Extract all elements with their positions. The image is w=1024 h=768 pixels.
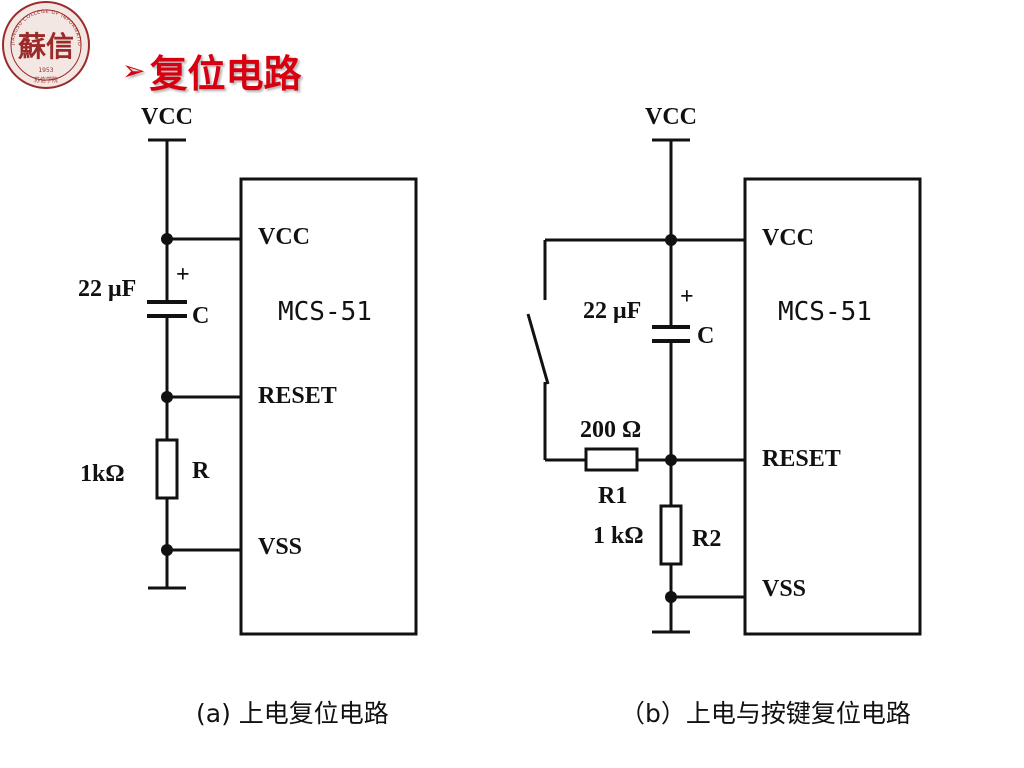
junction-dot-a3 <box>161 544 173 556</box>
junction-dot-b2 <box>665 454 677 466</box>
junction-dot-b3 <box>665 591 677 603</box>
resistor-r1-b <box>584 447 639 472</box>
chip-name-b: MCS-51 <box>778 297 872 327</box>
resistor-r-a <box>155 438 179 500</box>
circuit-a <box>147 138 418 636</box>
resistor-r2-b <box>659 504 683 566</box>
seal-bottom-text: 苏信学院 <box>34 76 58 84</box>
resistor-r1-name-b: R1 <box>598 483 627 509</box>
bullet-arrow-icon: ➢ <box>122 53 146 87</box>
capacitor-value-a: 22 μF <box>78 276 136 302</box>
resistor-name-a: R <box>192 458 210 484</box>
chip-pin-vcc-a: VCC <box>258 224 310 250</box>
vcc-label-a: VCC <box>141 104 193 130</box>
capacitor-value-b: 22 μF <box>583 298 641 324</box>
caption-b: （b）上电与按键复位电路 <box>620 699 911 728</box>
chip-name-a: MCS-51 <box>278 297 372 327</box>
junction-dot-a2 <box>161 391 173 403</box>
resistor-r2-name-b: R2 <box>692 526 721 552</box>
resistor-value-a: 1kΩ <box>80 461 125 487</box>
chip-body-b <box>743 177 922 636</box>
chip-pin-vss-a: VSS <box>258 534 302 560</box>
chip-pin-vss-b: VSS <box>762 576 806 602</box>
seal-characters: 蘇信 <box>18 30 74 63</box>
capacitor-name-a: C <box>192 303 209 329</box>
resistor-r2-value-b: 1 kΩ <box>593 523 644 549</box>
capacitor-name-b: C <box>697 323 714 349</box>
slide-title: ➢ 复位电路 <box>122 44 301 96</box>
chip-pin-reset-a: RESET <box>258 383 337 409</box>
circuit-b <box>526 138 922 636</box>
capacitor-plus-b: + <box>680 284 694 310</box>
caption-a: (a) 上电复位电路 <box>196 699 389 728</box>
college-seal-logo: JIANGSU COLLEGE OF INFORMATION TECHNOLOG… <box>0 0 90 89</box>
vcc-label-b: VCC <box>645 104 697 130</box>
seal-year: 1953 <box>38 67 53 74</box>
slide-title-text: 复位电路 <box>149 51 302 96</box>
junction-dot-a1 <box>161 233 173 245</box>
junction-dot-b1 <box>665 234 677 246</box>
push-button-switch-b <box>526 313 550 385</box>
chip-pin-vcc-b: VCC <box>762 225 814 251</box>
capacitor-plus-a: + <box>176 262 190 288</box>
chip-body-a <box>239 177 418 636</box>
chip-pin-reset-b: RESET <box>762 446 841 472</box>
resistor-r1-value-b: 200 Ω <box>580 417 641 443</box>
